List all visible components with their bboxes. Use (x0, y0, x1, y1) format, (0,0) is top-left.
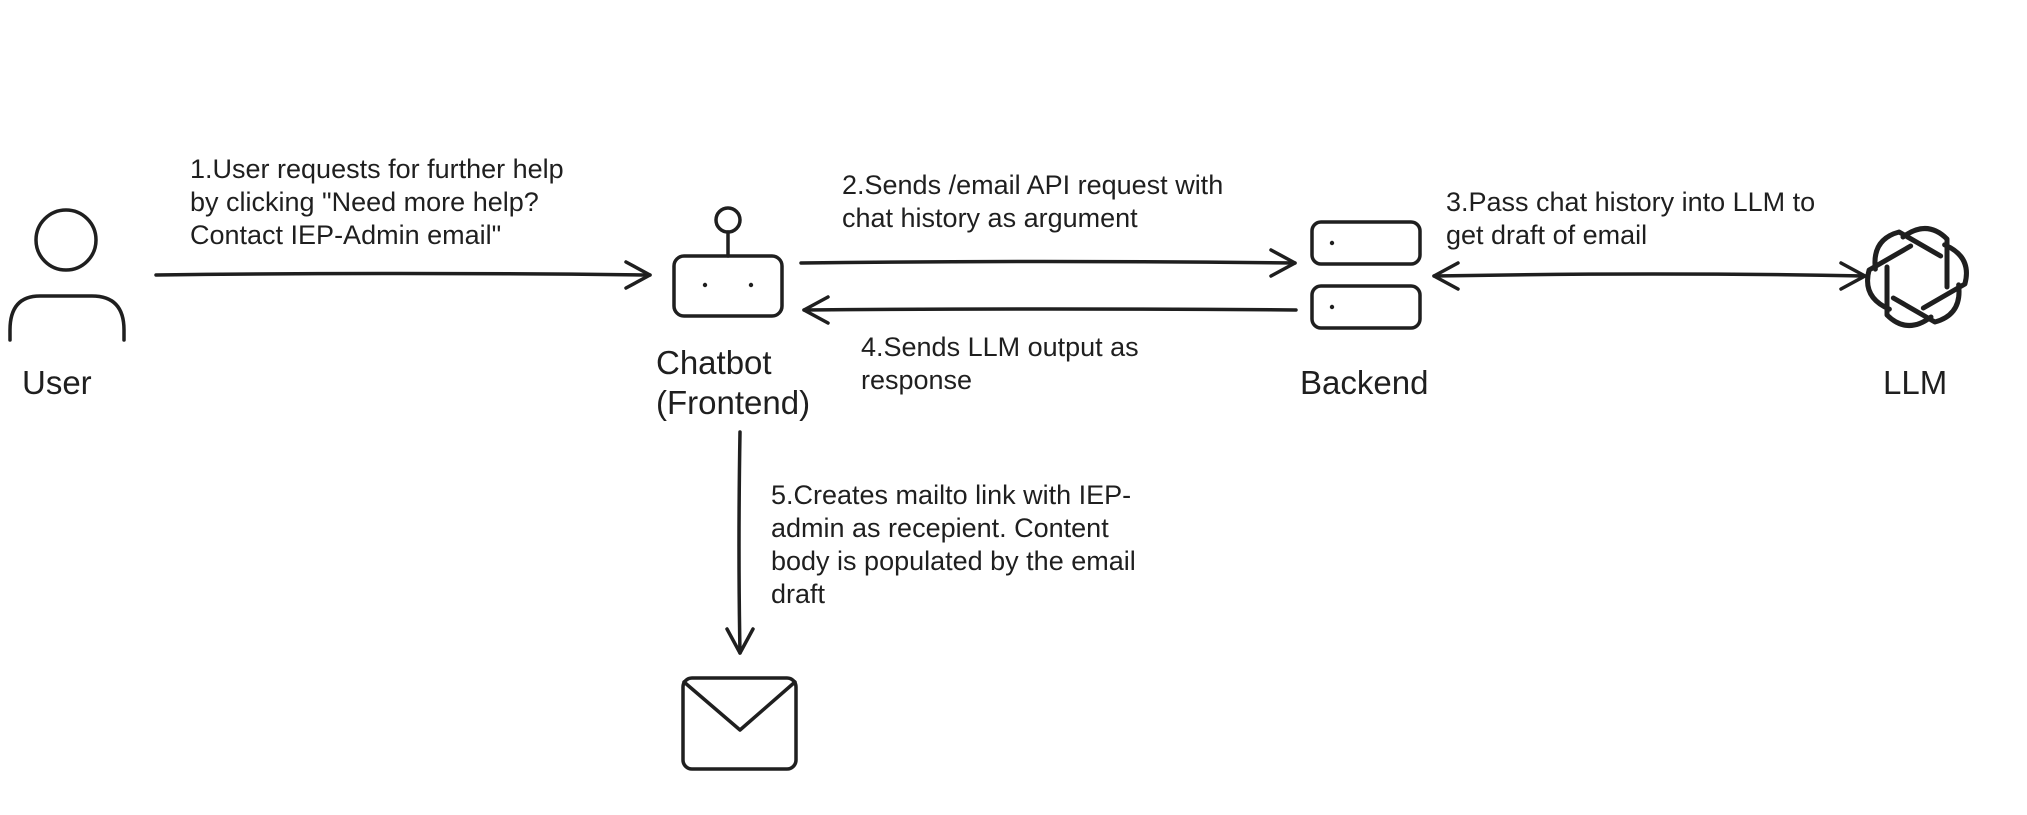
edge-label-step4-line: 4.Sends LLM output as (861, 332, 1139, 362)
edge-label-step5-line: admin as recepient. Content (771, 513, 1109, 543)
edge-label-step3-line: 3.Pass chat history into LLM to (1446, 187, 1816, 217)
edge-label-step1-line: by clicking "Need more help? (190, 187, 539, 217)
edge-label-step1-line: 1.User requests for further help (190, 154, 564, 184)
arrow-step2 (799, 248, 1297, 278)
edge-label-step2: 2.Sends /email API request with chat his… (842, 169, 1223, 235)
node-label-chatbot: Chatbot (Frontend) (656, 343, 810, 423)
edge-label-step3: 3.Pass chat history into LLM to get draf… (1446, 186, 1815, 252)
edge-label-step5-line: 5.Creates mailto link with IEP- (771, 480, 1132, 510)
node-label-llm: LLM (1883, 364, 1948, 401)
edge-label-step2-line: chat history as argument (842, 203, 1138, 233)
llm-logo-icon (1865, 226, 1969, 328)
node-label-chatbot-line2: (Frontend) (656, 384, 811, 421)
arrow-step4 (802, 295, 1298, 325)
edge-label-step1: 1.User requests for further help by clic… (190, 153, 564, 252)
edge-label-step5-line: body is populated by the email (771, 546, 1136, 576)
person-icon (8, 208, 126, 342)
edge-label-step2-line: 2.Sends /email API request with (842, 170, 1224, 200)
edge-label-step4-line: response (861, 365, 973, 395)
edge-label-step1-line: Contact IEP-Admin email" (190, 220, 502, 250)
node-label-user: User (22, 364, 92, 401)
server-icon (1310, 220, 1422, 330)
arrow-step5 (725, 430, 755, 655)
arrow-step3 (1432, 261, 1867, 291)
node-label-backend: Backend (1300, 364, 1429, 401)
edge-label-step4: 4.Sends LLM output as response (861, 331, 1139, 397)
node-label-chatbot-line1: Chatbot (656, 344, 772, 381)
edge-label-step3-line: get draft of email (1446, 220, 1648, 250)
edge-label-step5-line: draft (771, 579, 826, 609)
robot-icon (672, 206, 784, 318)
edge-label-step5: 5.Creates mailto link with IEP- admin as… (771, 479, 1136, 611)
envelope-icon (681, 676, 798, 771)
arrow-step1 (154, 260, 652, 290)
